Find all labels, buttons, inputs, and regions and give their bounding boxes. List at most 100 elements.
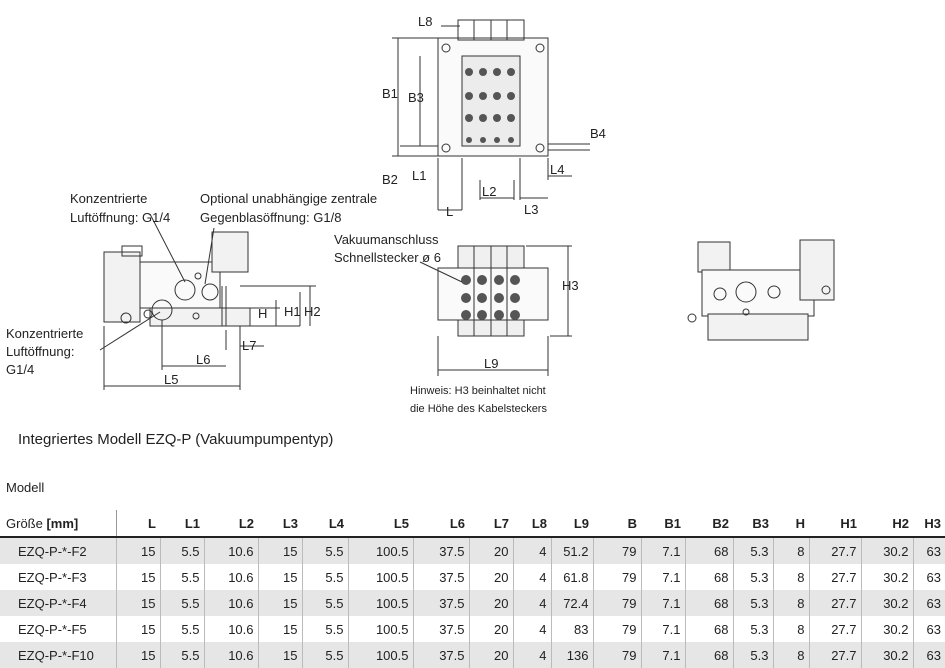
model-cell: EZQ-P-*-F4 [0,590,117,616]
dim-label: L6 [196,352,210,367]
value-cell: 37.5 [413,590,470,616]
column-header: H1 [809,510,861,538]
value-cell: 5.5 [302,590,349,616]
dim-label: L [446,204,453,219]
value-cell: 72.4 [551,590,594,616]
value-cell: 68 [685,642,734,668]
value-cell: 79 [593,564,642,590]
value-cell: 27.7 [809,564,862,590]
annotation-conc-port-upper: Konzentrierte [70,191,147,206]
value-cell: 10.6 [204,564,259,590]
value-cell: 68 [685,616,734,642]
model-cell: EZQ-P-*-F5 [0,616,117,642]
dim-label: L7 [242,338,256,353]
model-cell: EZQ-P-*-F2 [0,537,117,564]
value-cell: 7.1 [641,564,686,590]
top-view [392,19,590,211]
value-cell: 5.3 [733,564,774,590]
value-cell: 15 [258,616,303,642]
size-header: Größe [mm] [0,510,117,538]
annotation-conc-port-lower: Konzentrierte [6,326,83,341]
front-view [419,245,572,376]
value-cell: 20 [469,537,514,564]
dim-label: L9 [484,356,498,371]
table-header-row: Größe [mm] L L1 L2 L3 L4 L5 L6 L7 L8 L9 … [0,510,945,538]
value-cell: 8 [773,537,810,564]
value-cell: 5.5 [302,616,349,642]
value-cell: 27.7 [809,642,862,668]
dim-label: L8 [418,14,432,29]
value-cell: 100.5 [348,537,414,564]
page-title: Integriertes Modell EZQ-P (Vakuumpumpent… [18,431,334,448]
value-cell: 30.2 [861,642,914,668]
value-cell: 63 [913,537,945,564]
rear-view [687,239,835,341]
column-header: L3 [258,510,302,538]
value-cell: 30.2 [861,616,914,642]
value-cell: 10.6 [204,642,259,668]
value-cell: 27.7 [809,590,862,616]
dim-label: B4 [590,126,606,141]
value-cell: 8 [773,564,810,590]
value-cell: 15 [116,537,161,564]
value-cell: 5.3 [733,537,774,564]
value-cell: 30.2 [861,537,914,564]
value-cell: 100.5 [348,616,414,642]
dim-label: L2 [482,184,496,199]
value-cell: 5.3 [733,590,774,616]
value-cell: 63 [913,590,945,616]
column-header: L9 [551,510,593,538]
value-cell: 37.5 [413,564,470,590]
annotation-vacuum-port: Vakuumanschluss [334,232,439,247]
value-cell: 51.2 [551,537,594,564]
value-cell: 8 [773,616,810,642]
value-cell: 5.3 [733,616,774,642]
value-cell: 5.5 [302,642,349,668]
value-cell: 63 [926,621,941,637]
value-cell: 20 [469,616,514,642]
value-cell: 7.1 [641,537,686,564]
hint-note: die Höhe des Kabelsteckers [410,403,547,415]
value-cell: 68 [685,590,734,616]
column-header: L7 [469,510,513,538]
column-header: B3 [733,510,773,538]
dim-label: L5 [164,372,178,387]
value-cell: 136 [551,642,594,668]
value-cell: 15 [116,642,161,668]
column-header: H2 [861,510,913,538]
technical-drawing: L8 B1 B3 B4 B2 L1 L4 L2 L L3 H H1 H2 L7 … [6,14,835,415]
value-cell: 68 [685,537,734,564]
column-header: L6 [413,510,469,538]
column-header: L4 [302,510,348,538]
column-header: H3 [913,510,945,538]
value-cell: 63 [913,642,945,668]
column-header: L2 [204,510,258,538]
column-header: B2 [685,510,733,538]
annotation-conc-port-lower: Luftöffnung: [6,344,74,359]
column-header: L8 [513,510,551,538]
value-cell: 20 [469,564,514,590]
dim-label: L1 [412,168,426,183]
value-cell: 10.6 [204,537,259,564]
hint-note: Hinweis: H3 beinhaltet nicht [410,385,546,397]
value-cell: 79 [593,616,642,642]
value-cell: 7.1 [641,590,686,616]
dim-label: B2 [382,172,398,187]
value-cell: 5.5 [160,642,205,668]
value-cell: 37.5 [413,642,470,668]
value-cell: 27.7 [809,616,862,642]
value-cell: 4 [513,642,552,668]
value-cell: 15 [258,590,303,616]
value-cell: 20 [469,590,514,616]
value-cell: 5.5 [160,537,205,564]
column-header: B1 [641,510,685,538]
column-header: B [593,510,641,538]
side-view [99,213,316,390]
value-cell: 100.5 [348,642,414,668]
value-cell: 61.8 [551,564,594,590]
value-cell: 15 [258,642,303,668]
spec-table: Größe [mm] L L1 L2 L3 L4 L5 L6 L7 L8 L9 … [0,510,945,668]
model-cell: EZQ-P-*-F3 [0,564,117,590]
modell-label: Modell [6,480,45,495]
